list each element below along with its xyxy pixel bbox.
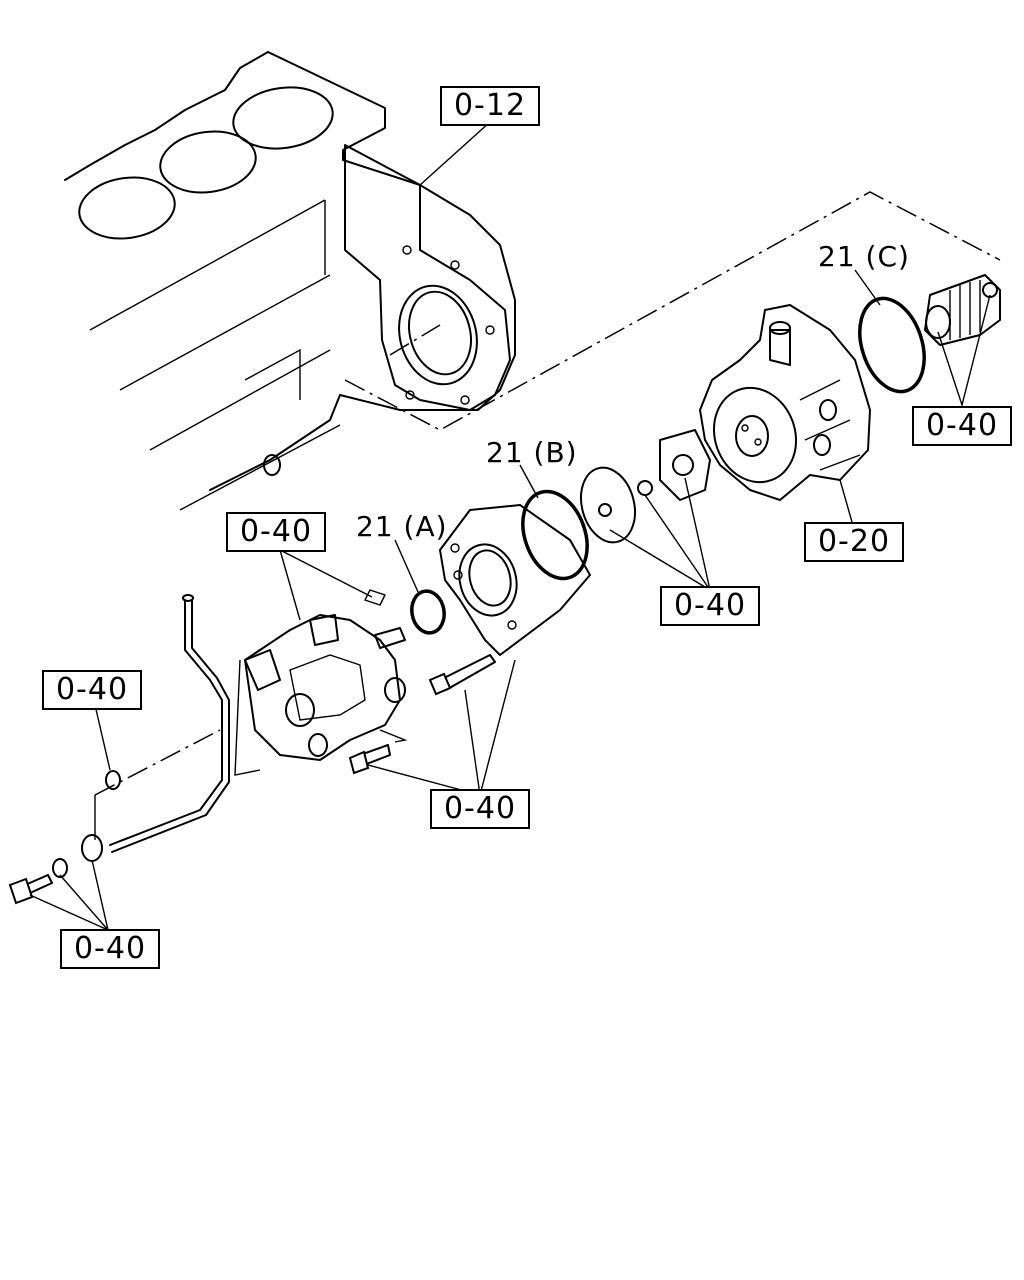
injection-pump [244,589,406,761]
leader-o-ring-b [519,464,539,499]
label-o-ring-b: 21 (B) [486,436,578,469]
pipe-eye-fitting [81,834,103,862]
vacuum-pump [699,304,871,501]
mounting-bolt-upper [428,654,496,696]
leader-gear-parts [937,294,991,408]
leader-injection-pump-parts [279,549,373,621]
mounting-bolt-lower [348,744,391,775]
pump-bolt-bracket [234,659,408,776]
callout-gear-parts: 0-40 [912,406,1012,446]
callout-pipe-bolt: 0-40 [60,929,160,969]
callout-mounting-bolts: 0-40 [430,789,530,829]
alignment-line [344,191,1001,431]
callout-vacuum-pump: 0-20 [804,522,904,562]
o-ring-a [410,589,446,635]
leader-engine-block [419,121,491,186]
eye-bolt-washer [105,770,121,790]
leader-pipe-bolt [29,859,109,931]
leader-vacuum-pump [839,479,853,523]
leader-coupling-parts [609,477,711,591]
leader-o-ring-a [394,539,419,593]
callout-engine-block: 0-12 [440,86,540,126]
pipe-washer [52,858,68,878]
coupling [580,429,711,544]
callout-coupling-parts: 0-40 [660,586,760,626]
o-ring-b [521,489,589,581]
callout-eye-bolt-washer: 0-40 [42,670,142,710]
pipe-axis-line [94,729,221,796]
engine-block [64,51,516,511]
o-ring-c [858,296,926,394]
leader-o-ring-c [854,269,881,306]
pump-axis-line [389,324,441,356]
pump-bracket [439,504,591,656]
label-o-ring-c: 21 (C) [818,240,910,273]
drive-gear [924,274,1001,346]
leader-eye-bolt-washer [94,704,111,771]
label-o-ring-a: 21 (A) [356,510,448,543]
pipe-bolt [8,874,53,905]
fuel-pipe [109,594,230,853]
callout-injection-pump-parts: 0-40 [226,512,326,552]
